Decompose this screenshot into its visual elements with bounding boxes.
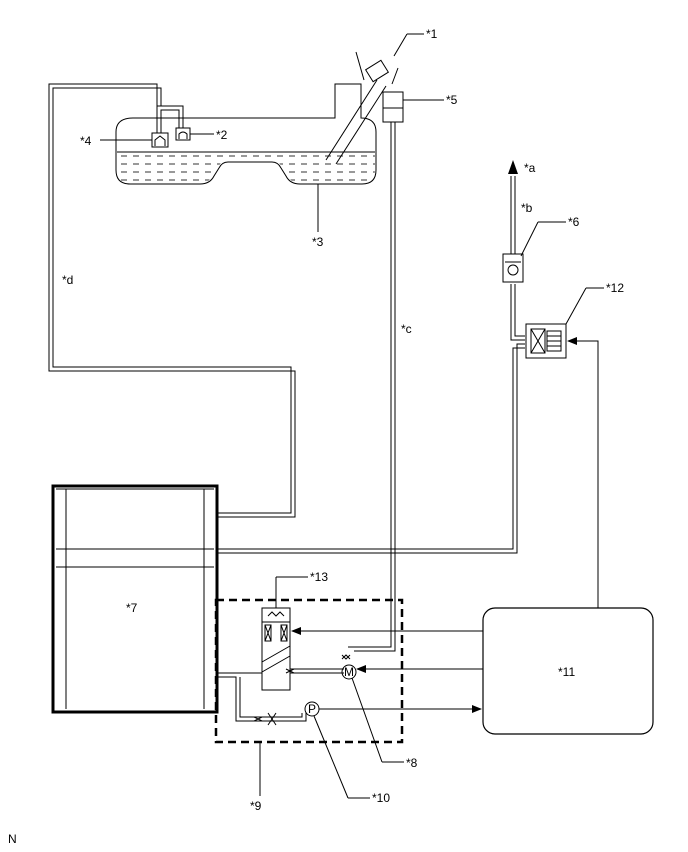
label-6: *6 (568, 215, 580, 229)
cutoff-valve (175, 127, 191, 141)
pump-symbol: P (308, 702, 316, 716)
label-c: *c (401, 322, 412, 336)
label-7: *7 (126, 601, 138, 615)
label-11: *11 (558, 665, 575, 679)
charcoal-canister (51, 484, 219, 714)
label-9: *9 (250, 799, 262, 813)
label-b: *b (521, 201, 533, 215)
label-3: *3 (312, 235, 324, 249)
pump-module-box (214, 598, 404, 744)
vent-valve (261, 607, 291, 691)
fuel-tank (115, 83, 377, 185)
ecm-box (482, 607, 654, 735)
label-4: *4 (80, 134, 92, 148)
label-a: *a (524, 161, 536, 175)
canister-filter (382, 91, 404, 123)
rollover-valve (151, 132, 169, 148)
fuel-cap (355, 51, 399, 85)
label-12: *12 (606, 281, 624, 295)
label-10: *10 (372, 791, 390, 805)
orifice-marks (253, 654, 351, 726)
label-13: *13 (310, 570, 328, 584)
label-d: *d (62, 273, 73, 287)
fresh-air-line-c (348, 122, 392, 648)
pressure-sensor: P (304, 701, 320, 717)
corner-mark: N (8, 832, 17, 846)
vapor-line-d (48, 83, 296, 518)
leader-lines (100, 33, 604, 799)
label-2: *2 (216, 128, 228, 142)
purge-vsv (525, 323, 567, 359)
label-8: *8 (406, 756, 418, 770)
label-5: *5 (446, 93, 458, 107)
label-1: *1 (426, 27, 438, 41)
filler-pipe (325, 79, 387, 165)
motor: M (341, 664, 357, 680)
purge-line-b (217, 347, 525, 550)
motor-symbol: M (344, 665, 354, 679)
check-valve (502, 253, 524, 283)
